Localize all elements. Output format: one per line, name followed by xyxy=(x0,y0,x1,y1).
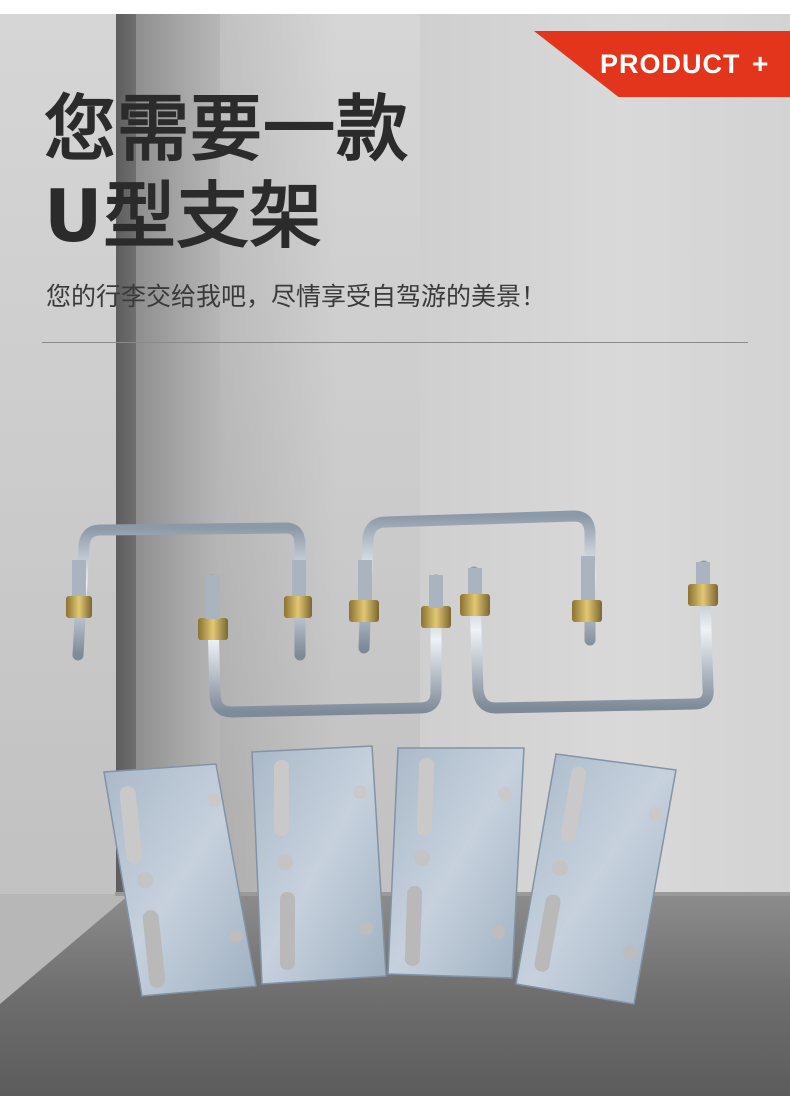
u-bolt-3 xyxy=(349,510,602,654)
divider xyxy=(42,342,748,343)
wall-pillar-edge xyxy=(116,14,136,1014)
headline-line-2: U型支架 xyxy=(44,174,323,258)
product-badge-label: PRODUCT xyxy=(600,49,741,79)
mounting-plate-3 xyxy=(387,747,525,979)
mounting-plate-1 xyxy=(103,763,257,997)
tagline: 您的行李交给我吧，尽情享受自驾游的美景！ xyxy=(46,282,547,311)
u-bolt-1 xyxy=(66,522,312,661)
mounting-plate-2 xyxy=(251,745,387,985)
plus-icon: + xyxy=(752,48,769,79)
headline-line-1: 您需要一款 xyxy=(44,87,410,171)
mounting-plate-4 xyxy=(515,753,677,1005)
u-bolt-2 xyxy=(198,574,451,718)
u-bolt-4 xyxy=(460,560,718,714)
floor-corner xyxy=(0,894,130,1004)
